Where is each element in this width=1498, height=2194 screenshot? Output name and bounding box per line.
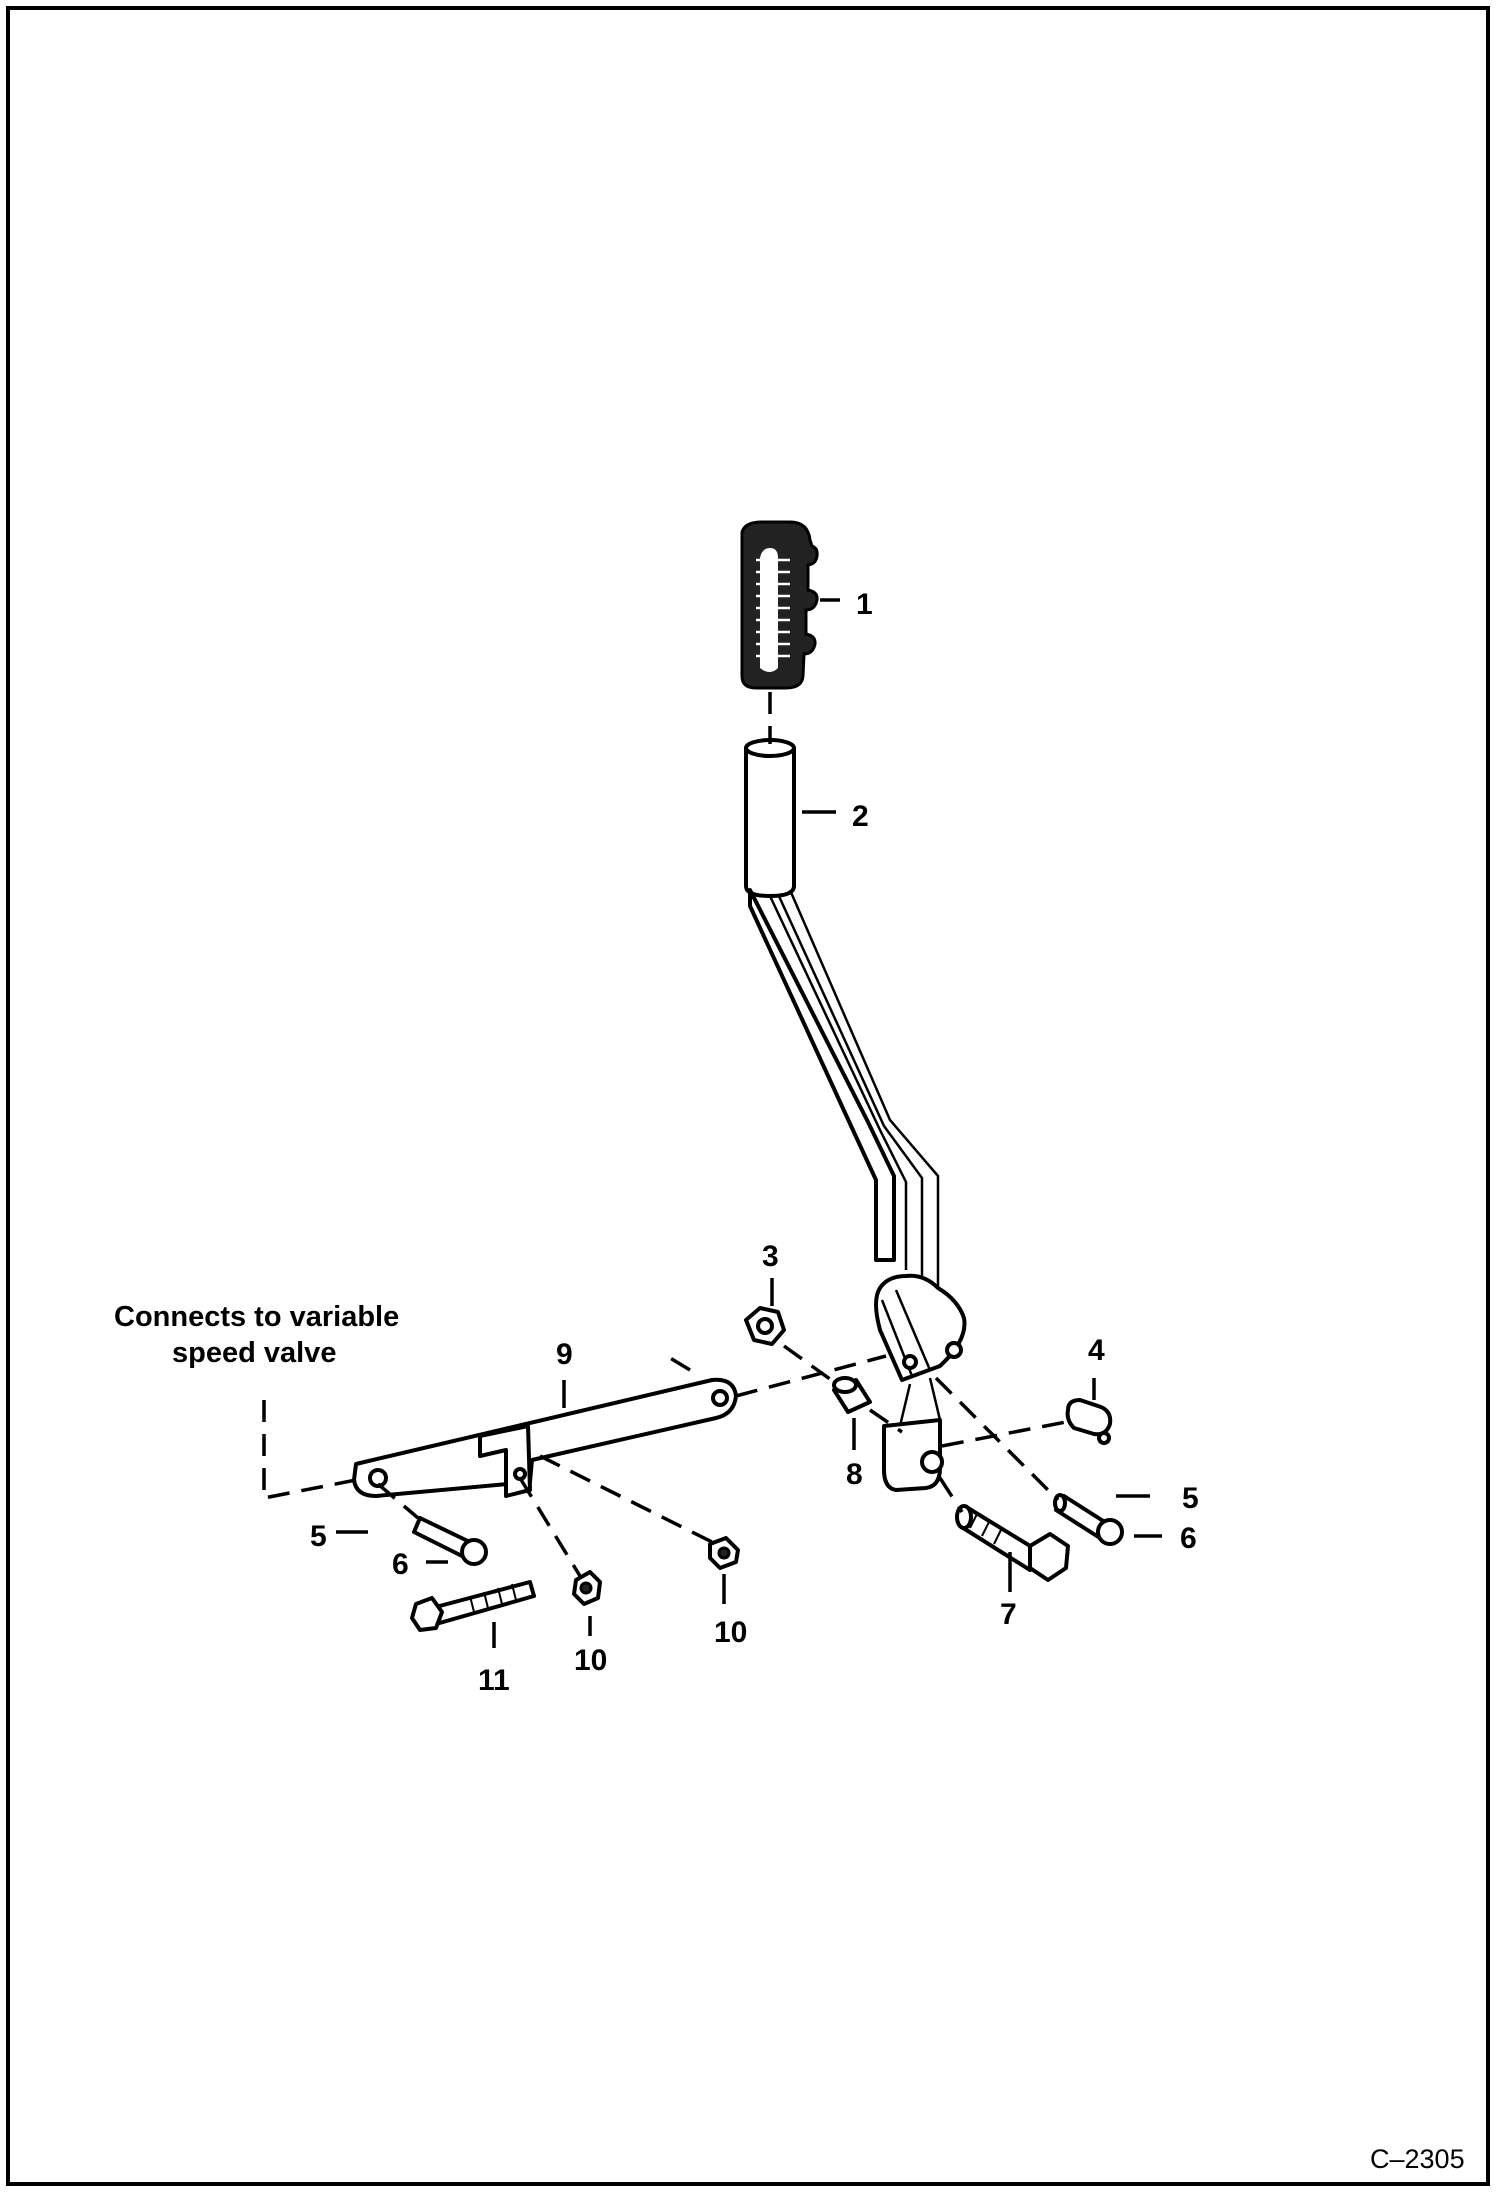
callout-10-left: 10 bbox=[574, 1644, 607, 1677]
lock-nut-part bbox=[744, 1306, 786, 1346]
hand-grip-part bbox=[740, 520, 819, 690]
callout-1: 1 bbox=[856, 588, 873, 621]
callout-leaders bbox=[336, 598, 1162, 1648]
spacer-part bbox=[832, 1376, 872, 1414]
clevis-pin-right-part bbox=[1053, 1493, 1124, 1546]
callout-6-right: 6 bbox=[1180, 1522, 1197, 1555]
clevis-pin-left-part bbox=[412, 1516, 488, 1566]
link-arm-part bbox=[352, 1377, 738, 1498]
callout-3: 3 bbox=[762, 1240, 779, 1273]
callout-8: 8 bbox=[846, 1458, 863, 1491]
nut-lower-part bbox=[572, 1570, 602, 1606]
diagram-border bbox=[6, 6, 1490, 2186]
ball-joint-part bbox=[1065, 1398, 1113, 1445]
callout-2: 2 bbox=[852, 800, 869, 833]
pivot-bolt-part bbox=[955, 1504, 1070, 1582]
callout-11: 11 bbox=[478, 1664, 510, 1697]
nut-right-part bbox=[708, 1536, 740, 1570]
callout-5-right: 5 bbox=[1182, 1482, 1199, 1515]
control-lever-part bbox=[744, 738, 967, 1492]
callout-6-left: 6 bbox=[392, 1548, 409, 1581]
callout-10-right: 10 bbox=[714, 1616, 747, 1649]
note-line-2: speed valve bbox=[172, 1337, 336, 1369]
callout-5-left: 5 bbox=[310, 1520, 327, 1553]
assembly-dashed-lines bbox=[262, 692, 1067, 1577]
callout-9: 9 bbox=[556, 1338, 573, 1371]
long-bolt-part bbox=[410, 1580, 536, 1632]
note-line-1: Connects to variable bbox=[114, 1301, 399, 1333]
callout-7: 7 bbox=[1000, 1598, 1017, 1631]
figure-id-label: C–2305 bbox=[1370, 2144, 1465, 2174]
callout-4: 4 bbox=[1088, 1334, 1105, 1367]
